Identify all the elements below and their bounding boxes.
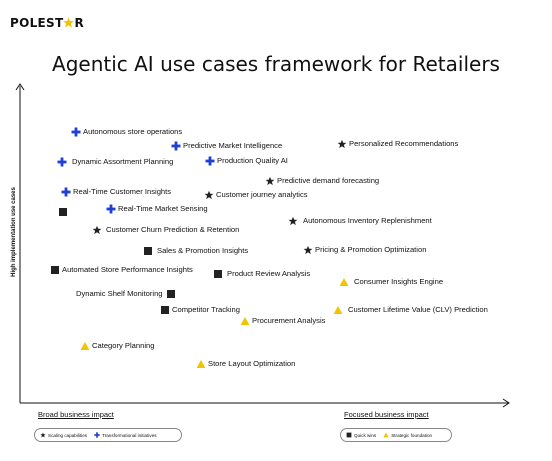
square-icon bbox=[50, 265, 60, 275]
y-axis-arrow-icon bbox=[15, 83, 25, 91]
star-icon bbox=[288, 216, 298, 226]
use-case-item: Procurement Analysis bbox=[240, 316, 325, 326]
use-case-item: Dynamic Shelf Monitoring bbox=[76, 289, 176, 299]
use-case-item: Store Layout Optimization bbox=[196, 359, 295, 369]
use-case-item: Production Quality AI bbox=[205, 156, 288, 166]
use-case-item: Personalized Recommendations bbox=[337, 139, 458, 149]
square-icon bbox=[160, 305, 170, 315]
logo-text-b: R bbox=[74, 16, 85, 30]
use-case-item: Pricing & Promotion Optimization bbox=[303, 245, 426, 255]
use-case-item: Consumer Insights Engine bbox=[339, 277, 443, 287]
legend-right: Quick wins Strategic foundation bbox=[340, 428, 452, 442]
square-icon bbox=[143, 246, 153, 256]
triangle-icon bbox=[240, 316, 250, 326]
use-case-item: Sales & Promotion Insights bbox=[143, 246, 248, 256]
square-icon bbox=[213, 269, 223, 279]
page-title: Agentic AI use cases framework for Retai… bbox=[52, 52, 500, 76]
legend-item: Quick wins bbox=[346, 432, 376, 438]
use-case-item: Product Review Analysis bbox=[213, 269, 310, 279]
star-icon bbox=[337, 139, 347, 149]
plus-icon bbox=[94, 432, 100, 438]
use-case-item: Customer journey analytics bbox=[204, 190, 308, 200]
triangle-icon bbox=[80, 341, 90, 351]
use-case-item: Category Planning bbox=[80, 341, 154, 351]
plus-icon bbox=[205, 156, 215, 166]
use-case-item: Customer Churn Prediction & Retention bbox=[92, 225, 239, 235]
logo-text-a: POLEST bbox=[10, 16, 64, 30]
triangle-icon bbox=[196, 359, 206, 369]
star-icon bbox=[92, 225, 102, 235]
plus-icon bbox=[171, 141, 181, 151]
use-case-item: Predictive Market Intelligence bbox=[171, 141, 282, 151]
legend-left: Scaling capabilities Transformational in… bbox=[34, 428, 182, 442]
star-icon bbox=[40, 432, 46, 438]
plus-icon bbox=[106, 204, 116, 214]
use-case-item: Real-Time Market Sensing bbox=[106, 204, 208, 214]
legend-item: Transformational initiatives bbox=[94, 432, 157, 438]
use-case-item: Customer Lifetime Value (CLV) Prediction bbox=[333, 305, 488, 315]
plus-icon bbox=[57, 157, 67, 167]
plus-icon bbox=[61, 187, 71, 197]
y-axis-label: High implementation use cases bbox=[11, 187, 17, 277]
x-axis-label-right: Focused business impact bbox=[344, 410, 429, 419]
triangle-icon bbox=[333, 305, 343, 315]
use-case-item: Autonomous store operations bbox=[71, 127, 182, 137]
legend-item: Strategic foundation bbox=[383, 432, 432, 438]
x-axis-arrow-icon bbox=[502, 398, 510, 408]
use-case-item: Competitor Tracking bbox=[160, 305, 240, 315]
x-axis-label-left: Broad business impact bbox=[38, 410, 114, 419]
star-icon bbox=[204, 190, 214, 200]
use-case-item: Autonomous Inventory Replenishment bbox=[288, 216, 432, 226]
square-icon bbox=[346, 432, 352, 438]
star-icon bbox=[265, 176, 275, 186]
logo-star-icon bbox=[63, 17, 75, 28]
star-icon bbox=[303, 245, 313, 255]
polestar-logo[interactable]: POLEST R bbox=[10, 16, 84, 30]
triangle-icon bbox=[383, 432, 389, 438]
use-case-item: Predictive demand forecasting bbox=[265, 176, 379, 186]
use-case-item: Automated Store Performance Insights bbox=[50, 265, 193, 275]
use-case-item: Dynamic Assortment Planning bbox=[57, 157, 173, 167]
legend-item: Scaling capabilities bbox=[40, 432, 87, 438]
triangle-icon bbox=[339, 277, 349, 287]
plus-icon bbox=[71, 127, 81, 137]
square-icon bbox=[58, 207, 68, 217]
square-icon bbox=[166, 289, 176, 299]
use-case-item: Real-Time Customer Insights bbox=[61, 187, 171, 197]
